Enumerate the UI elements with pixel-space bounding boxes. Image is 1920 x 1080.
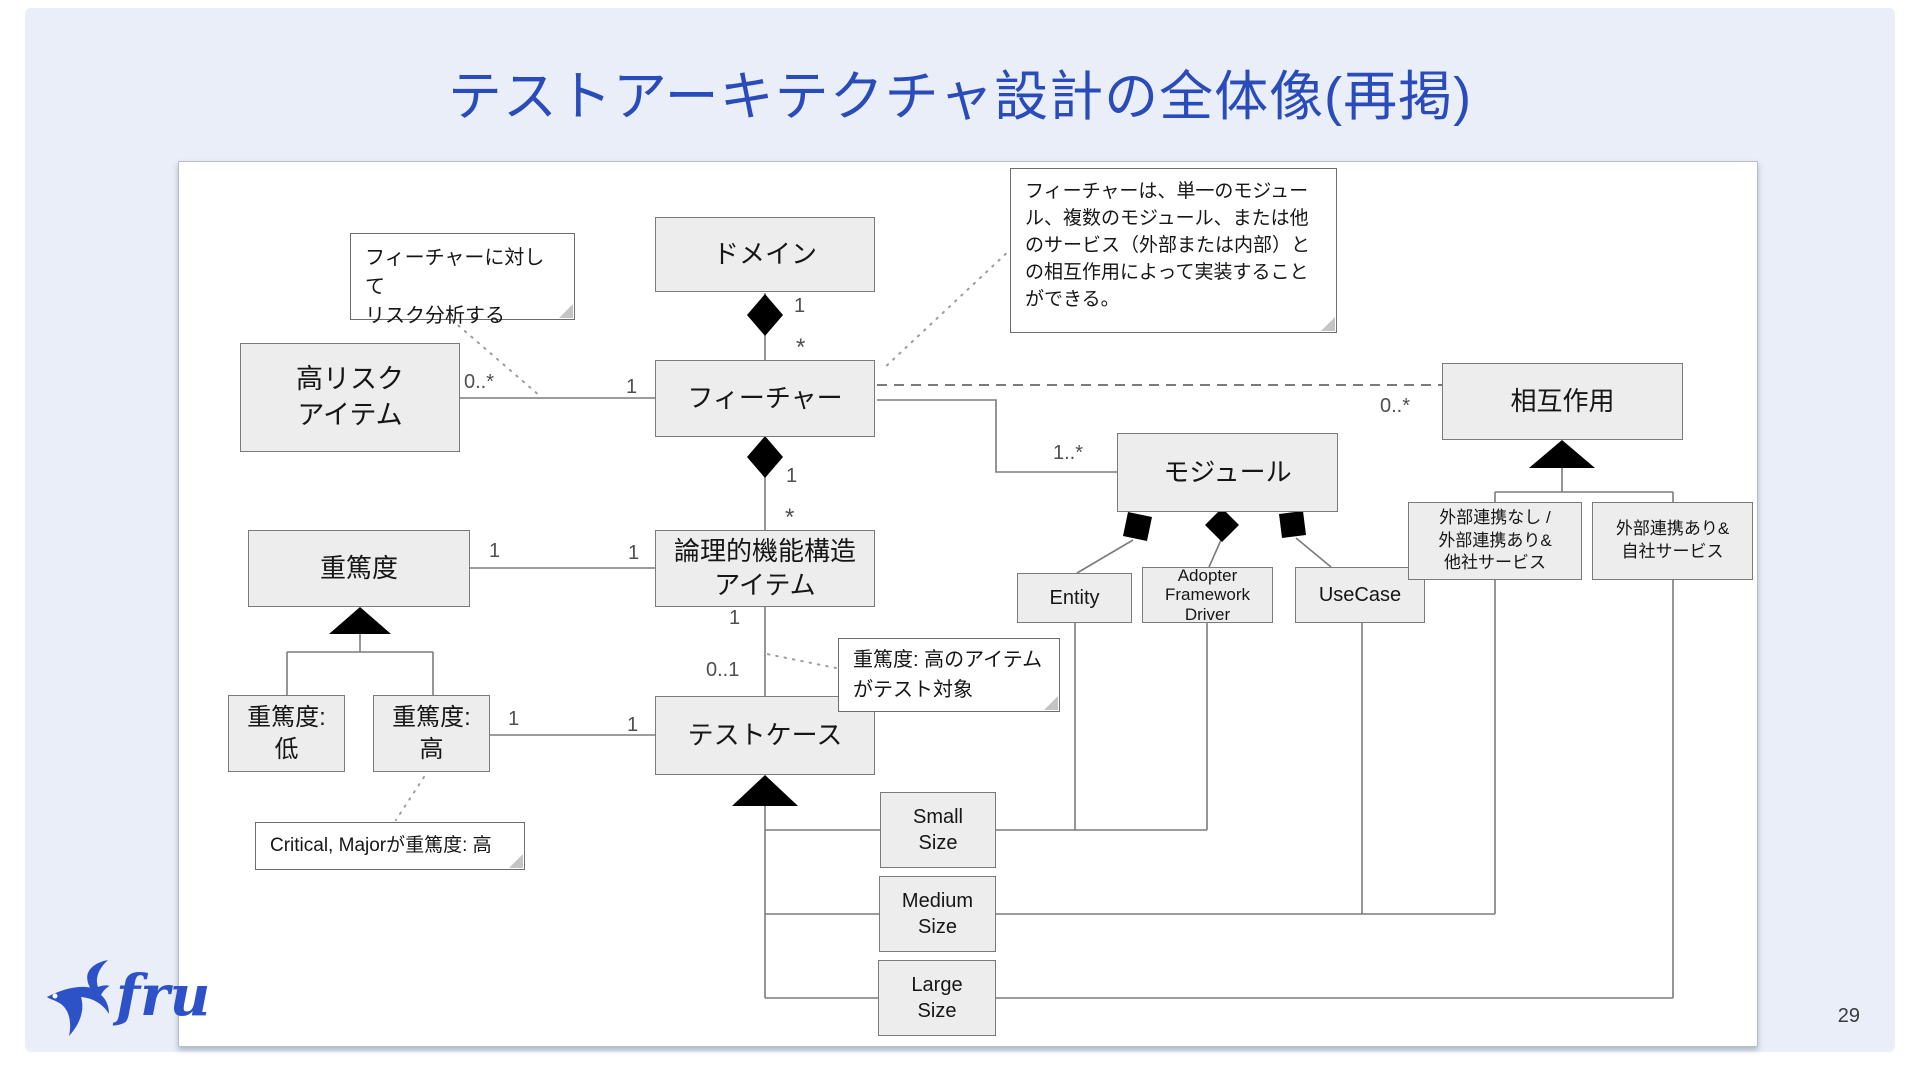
note-critical-major[interactable]: Critical, Majorが重篤度: 高: [255, 822, 525, 870]
company-logo: fru: [44, 958, 210, 1043]
note-anchor-target: [761, 652, 837, 669]
node-large-size[interactable]: Large Size: [878, 960, 996, 1036]
mult-logical-bottom: 1: [729, 607, 741, 629]
composition-diamond-domain: [747, 294, 783, 336]
mult-interaction-side: 0..*: [1380, 395, 1411, 417]
mult-feature-top: *: [796, 334, 806, 361]
edge-feature-module: [877, 399, 1117, 473]
node-severity-high[interactable]: 重篤度: 高: [373, 695, 490, 772]
swallow-logo-icon: [44, 958, 110, 1043]
note-anchor-feature: [881, 247, 1013, 371]
generalization-triangle-testcase: [732, 775, 798, 806]
node-adopter-framework-driver[interactable]: Adopter Framework Driver: [1142, 566, 1273, 624]
composition-diamond-feature: [747, 436, 783, 478]
mult-high-risk-side: 0..*: [464, 371, 495, 393]
note-anchor-risk: [451, 319, 541, 397]
mult-test-case-left: 1: [627, 714, 639, 736]
note-test-target[interactable]: 重篤度: 高のアイテム がテスト対象: [838, 638, 1060, 712]
mult-feature-bottom: 1: [786, 465, 798, 487]
composition-diamond-module-3: [1279, 511, 1306, 538]
node-entity[interactable]: Entity: [1017, 573, 1132, 623]
edge-module-adopter: [1208, 539, 1222, 568]
note-risk-analysis[interactable]: フィーチャーに対して リスク分析する: [350, 233, 575, 327]
node-feature[interactable]: フィーチャー: [655, 360, 875, 437]
node-logical-functional-item[interactable]: 論理的機能構造 アイテム: [655, 530, 875, 607]
mult-feature-left: 1: [626, 376, 638, 398]
node-module[interactable]: モジュール: [1117, 433, 1338, 512]
page-number: 29: [1837, 1005, 1860, 1027]
logo-text: fru: [116, 962, 211, 1029]
mult-severity-side: 1: [489, 540, 501, 562]
node-high-risk-item[interactable]: 高リスク アイテム: [240, 343, 460, 452]
mult-module-side: 1..*: [1053, 442, 1084, 464]
composition-diamond-module-2: [1205, 508, 1239, 542]
node-medium-size[interactable]: Medium Size: [879, 876, 996, 952]
node-severity[interactable]: 重篤度: [248, 530, 470, 607]
generalization-triangle-interaction: [1529, 440, 1595, 468]
node-interaction[interactable]: 相互作用: [1442, 363, 1683, 440]
mult-logical-left: 1: [628, 542, 640, 564]
node-usecase[interactable]: UseCase: [1295, 567, 1425, 623]
note-anchor-critical: [395, 776, 425, 821]
edge-module-entity: [1076, 539, 1134, 574]
mult-test-case-top: 0..1: [706, 659, 740, 681]
generalization-triangle-severity: [329, 607, 391, 634]
edge-module-usecase: [1295, 537, 1332, 568]
node-domain[interactable]: ドメイン: [655, 217, 875, 292]
node-small-size[interactable]: Small Size: [880, 792, 996, 868]
node-severity-low[interactable]: 重篤度: 低: [228, 695, 345, 772]
node-external-own[interactable]: 外部連携あり& 自社サービス: [1592, 502, 1753, 580]
slide-title: テストアーキテクチャ設計の全体像(再掲): [447, 67, 1473, 127]
note-feature-implementation[interactable]: フィーチャーは、単一のモジュー ル、複数のモジュール、または他 のサービス（外部…: [1010, 168, 1337, 333]
mult-severity-high-side: 1: [508, 708, 520, 730]
mult-domain-side: 1: [794, 295, 806, 317]
mult-logical-top: *: [785, 504, 795, 531]
composition-diamond-module-1: [1123, 512, 1152, 541]
node-external-none-or-other[interactable]: 外部連携なし / 外部連携あり& 他社サービス: [1408, 502, 1582, 580]
